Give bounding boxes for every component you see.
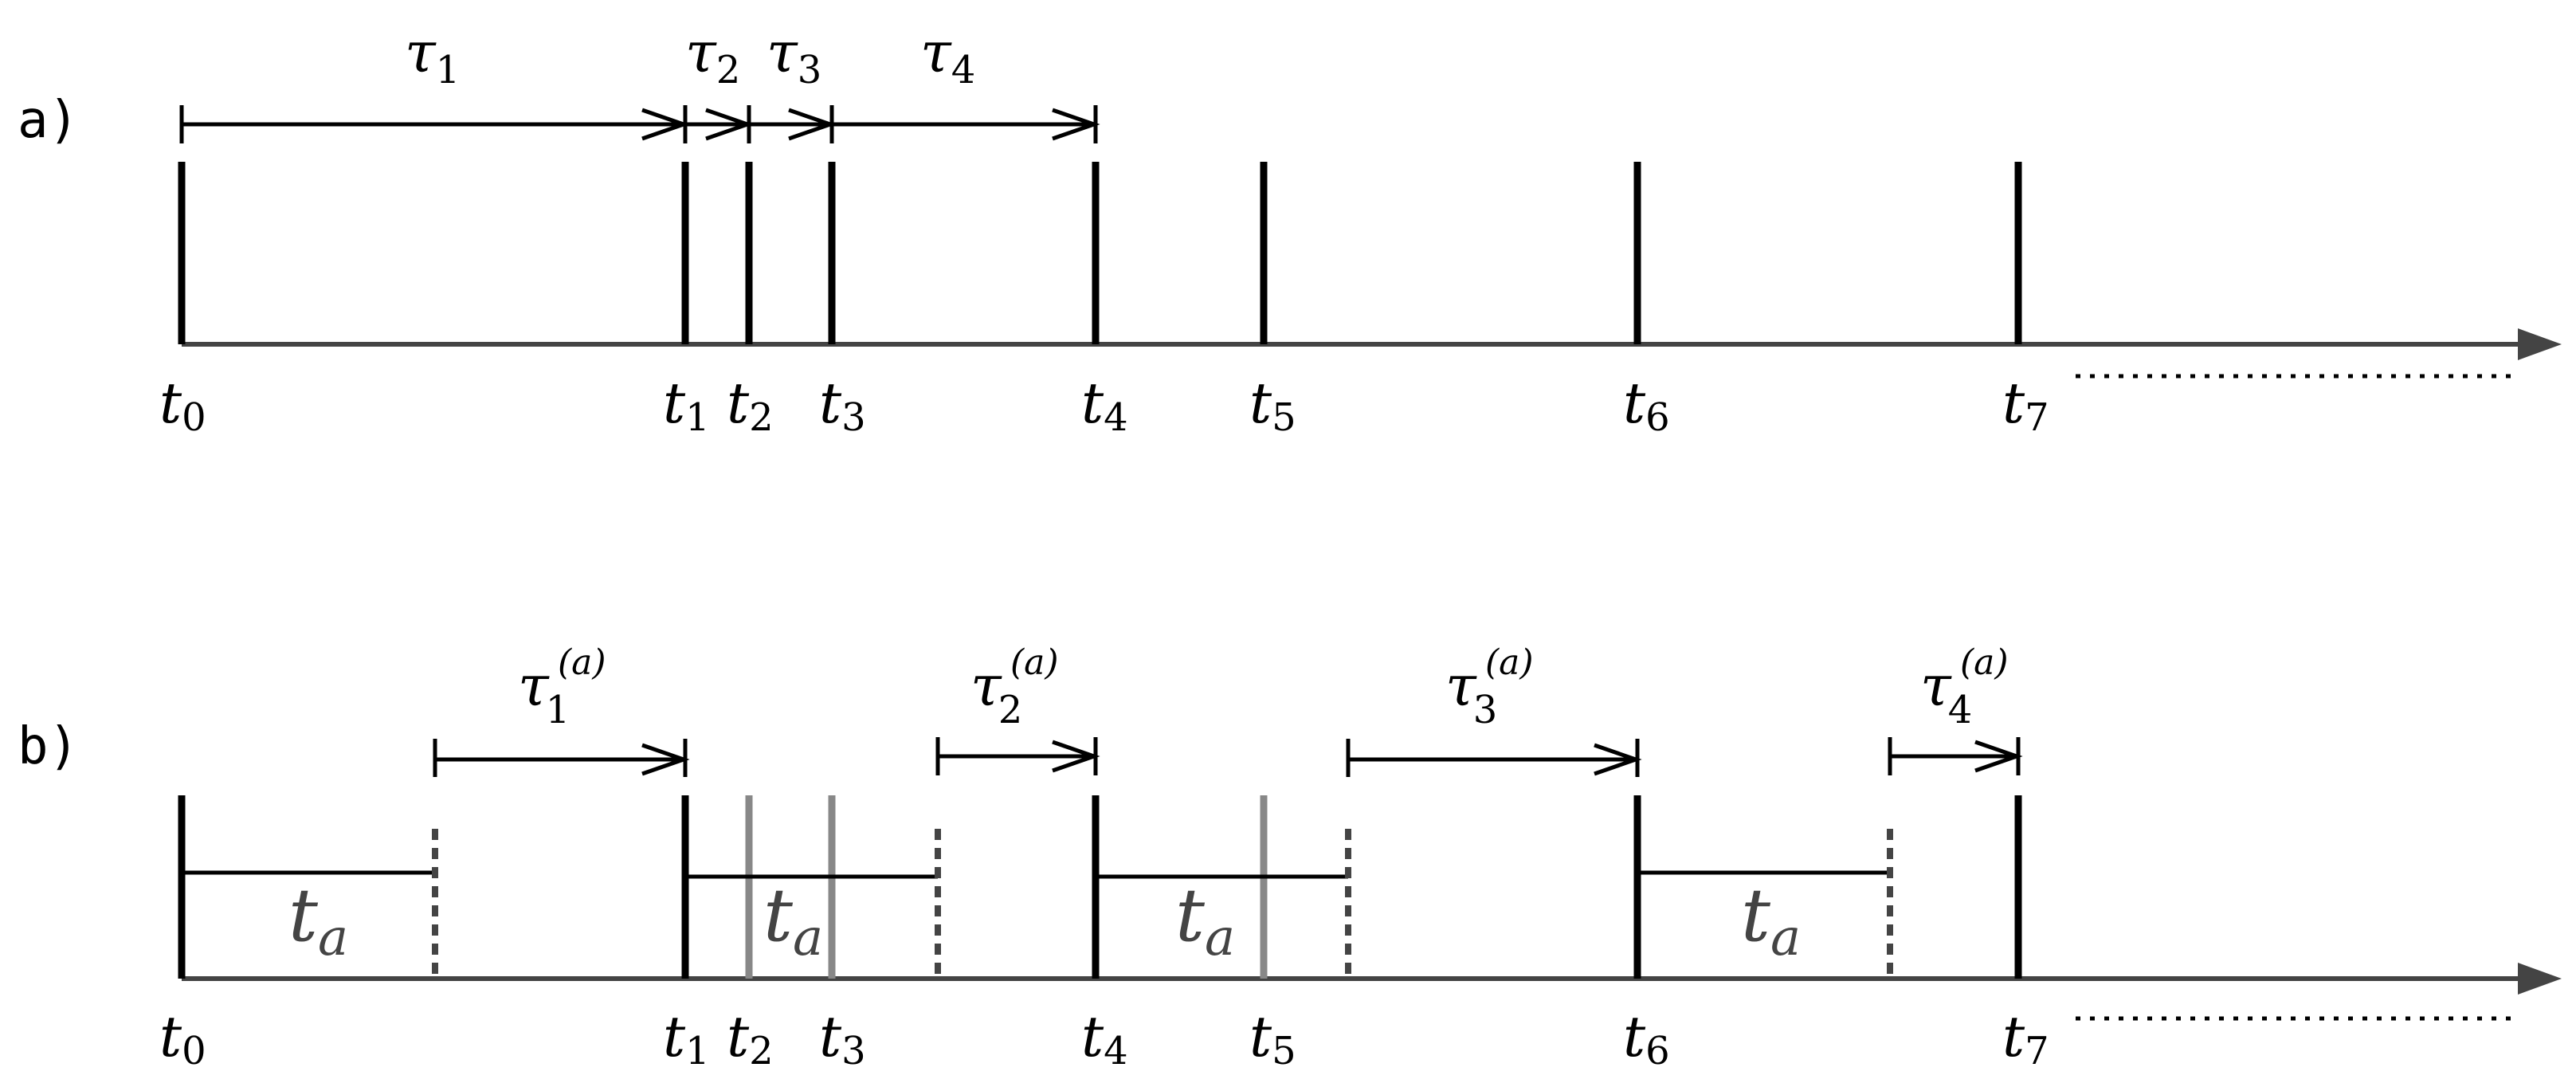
panel-label-b: b) — [18, 717, 79, 776]
interval-label: τ3 — [1445, 653, 1497, 732]
interval-label: τ1 — [405, 20, 460, 92]
tick-label: t3 — [819, 371, 866, 440]
interval-arrows-a — [179, 105, 1100, 143]
interval-arrowhead — [1052, 740, 1100, 773]
interval-labels-b: τ1 (a) τ2 (a) τ3 (a) τ4 (a) — [518, 642, 2009, 732]
tick-label: t6 — [1623, 371, 1670, 440]
interval-arrowhead — [1594, 743, 1642, 776]
panel-label-a: a) — [18, 91, 79, 150]
interval-arrowhead — [1974, 740, 2023, 773]
tick-label: t1 — [663, 371, 710, 440]
tick-labels-a: t0 t1 t2 t3 t4 t5 t6 t7 — [159, 371, 2049, 440]
axis-arrowhead-b — [2518, 963, 2562, 995]
interval-superscript: (a) — [558, 642, 606, 683]
tick-label: t7 — [2002, 1004, 2049, 1073]
undetected-events-b — [745, 795, 1268, 979]
interval-labels-a: τ1 τ2 τ3 τ4 — [405, 20, 975, 92]
tick-label: t0 — [159, 1004, 206, 1073]
dead-time-label: ta — [763, 873, 823, 967]
tick-label: t2 — [727, 371, 774, 440]
tick-label: t3 — [819, 1004, 866, 1073]
tick-label: t0 — [159, 371, 206, 440]
tick-label: t6 — [1623, 1004, 1670, 1073]
interval-label: τ4 — [1920, 653, 1972, 732]
dead-time-labels-b: ta ta ta ta — [288, 873, 1801, 967]
interval-arrows-b — [433, 737, 2023, 777]
interval-arrowhead — [705, 108, 754, 141]
interval-superscript: (a) — [1485, 642, 1534, 683]
interval-label: τ2 — [970, 653, 1022, 732]
detected-events-b — [178, 795, 2022, 979]
tick-label: t5 — [1249, 1004, 1296, 1073]
interval-arrowhead — [1052, 108, 1100, 141]
event-ticks-a — [178, 162, 2022, 344]
tick-label: t2 — [727, 1004, 774, 1073]
axis-arrowhead-a — [2518, 328, 2562, 360]
dead-time-label: ta — [1175, 873, 1235, 967]
interval-arrowhead — [788, 108, 837, 141]
interval-arrowhead — [641, 743, 690, 776]
dead-time-bars-b — [182, 870, 1890, 879]
dead-time-ends-b — [432, 829, 1893, 979]
interval-arrowhead — [641, 108, 690, 141]
panel-b: b) — [18, 642, 2562, 1073]
interval-label: τ3 — [767, 20, 821, 92]
interval-label: τ4 — [920, 20, 975, 92]
interval-label: τ1 — [518, 653, 570, 732]
interval-superscript: (a) — [1960, 642, 2009, 683]
dead-time-label: ta — [288, 873, 348, 967]
interval-superscript: (a) — [1010, 642, 1059, 683]
panel-a: a) t0 t1 t2 t3 t4 t5 t6 t7 — [18, 20, 2562, 440]
tick-labels-b: t0 t1 t2 t3 t4 t5 t6 t7 — [159, 1004, 2049, 1073]
tick-label: t1 — [663, 1004, 710, 1073]
tick-label: t4 — [1081, 371, 1128, 440]
dead-time-label: ta — [1741, 873, 1801, 967]
interval-label: τ2 — [685, 20, 740, 92]
tick-label: t7 — [2002, 371, 2049, 440]
tick-label: t4 — [1081, 1004, 1128, 1073]
tick-label: t5 — [1249, 371, 1296, 440]
